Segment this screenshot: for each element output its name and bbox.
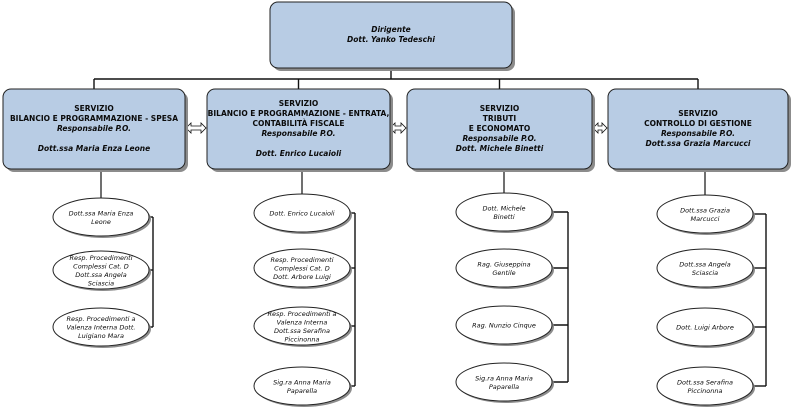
staff-name-line: Sciascia bbox=[692, 269, 718, 277]
box-text-line: Responsabile P.O. bbox=[57, 124, 131, 133]
staff-name-line: Dott.ssa Grazia bbox=[680, 206, 730, 214]
staff-name-line: Dott. Michele bbox=[482, 204, 525, 212]
staff-name-line: Paparella bbox=[489, 383, 519, 391]
box-text-line: BILANCIO E PROGRAMMAZIONE - ENTRATA, bbox=[208, 109, 390, 118]
staff-name-line: Resp. Procedimenti a bbox=[267, 310, 336, 318]
staff-name-line: Valenza Interna Dott. bbox=[67, 324, 136, 332]
connector-lines bbox=[93, 68, 767, 387]
staff-name-line: Dott. Enrico Lucaioli bbox=[269, 210, 334, 218]
box-text-line: Responsabile P.O. bbox=[261, 129, 335, 138]
box-text-line: Dott. Yanko Tedeschi bbox=[347, 35, 435, 44]
box-text-line: Dott.ssa Grazia Marcucci bbox=[646, 139, 751, 148]
staff-name-line: Luigiano Mara bbox=[78, 332, 124, 340]
staff-name-line: Dott. Luigi Arbore bbox=[676, 324, 734, 332]
double-arrow-icon bbox=[185, 122, 207, 134]
staff-name-line: Binetti bbox=[493, 213, 514, 221]
staff-name-line: Dott.ssa Angela bbox=[679, 260, 730, 268]
staff-name-line: Resp. Procedimenti bbox=[69, 254, 132, 262]
staff-ellipse: Dott. Luigi Arbore bbox=[656, 307, 755, 348]
double-arrow-icon bbox=[592, 122, 608, 134]
staff-name-line: Piccinonna bbox=[688, 387, 723, 395]
staff-name-line: Marcucci bbox=[691, 215, 720, 223]
box-text-line: Dott.ssa Maria Enza Leone bbox=[38, 144, 150, 153]
double-arrow-icon bbox=[389, 122, 407, 134]
box-text-line: SERVIZIO bbox=[279, 99, 319, 108]
staff-name-line: Sig.ra Anna Maria bbox=[273, 378, 331, 386]
staff-name-line: Dott.ssa Serafina bbox=[274, 327, 330, 335]
box-text-line: TRIBUTI bbox=[483, 114, 517, 123]
staff-name-line: Resp. Procedimenti bbox=[270, 256, 333, 264]
staff-name-line: Complessi Cat. D bbox=[274, 265, 330, 273]
box-text-line: Dott. Michele Binetti bbox=[456, 144, 544, 153]
staff-name-line: Rag. Nunzio Cinque bbox=[472, 322, 536, 330]
box-text-line: E ECONOMATO bbox=[469, 124, 531, 133]
staff-name-line: Dott.ssa Angela bbox=[75, 271, 126, 279]
staff-ellipse: Rag. Nunzio Cinque bbox=[455, 305, 554, 346]
staff-name-line: Piccinonna bbox=[285, 335, 320, 343]
box-text-line: Dott. Enrico Lucaioli bbox=[256, 149, 342, 158]
staff-name-line: Sciascia bbox=[88, 279, 114, 287]
box-text-line: CONTROLLO DI GESTIONE bbox=[644, 119, 752, 128]
box-text-line: Responsabile P.O. bbox=[462, 134, 536, 143]
staff-name-line: Dott.ssa Maria Enza bbox=[69, 209, 134, 217]
staff-name-line: Sig.ra Anna Maria bbox=[475, 374, 533, 382]
staff-name-line: Dott.ssa Serafina bbox=[677, 378, 733, 386]
staff-connectors bbox=[100, 169, 154, 328]
staff-name-line: Gentile bbox=[492, 269, 515, 277]
staff-name-line: Complessi Cat. D bbox=[73, 262, 129, 270]
box-text-line: SERVIZIO bbox=[480, 104, 520, 113]
box-text-line: SERVIZIO bbox=[74, 104, 114, 113]
staff-name-line: Resp. Procedimenti a bbox=[66, 315, 135, 323]
box-text-line: SERVIZIO bbox=[678, 109, 718, 118]
staff-name-line: Rag. Giuseppina bbox=[477, 260, 530, 268]
staff-name-line: Paparella bbox=[287, 387, 317, 395]
box-text-line: BILANCIO E PROGRAMMAZIONE - SPESA bbox=[10, 114, 178, 123]
staff-name-line: Valenza Interna bbox=[277, 318, 328, 326]
staff-name-line: Dott. Arbore Luigi bbox=[273, 273, 331, 281]
staff-ellipse: Dott. Enrico Lucaioli bbox=[253, 193, 352, 234]
box-text-line: Dirigente bbox=[371, 25, 411, 34]
box-text-line: CONTABILITÀ FISCALE bbox=[252, 119, 344, 128]
staff-name-line: Leone bbox=[91, 218, 111, 226]
box-text-line: Responsabile P.O. bbox=[661, 129, 735, 138]
